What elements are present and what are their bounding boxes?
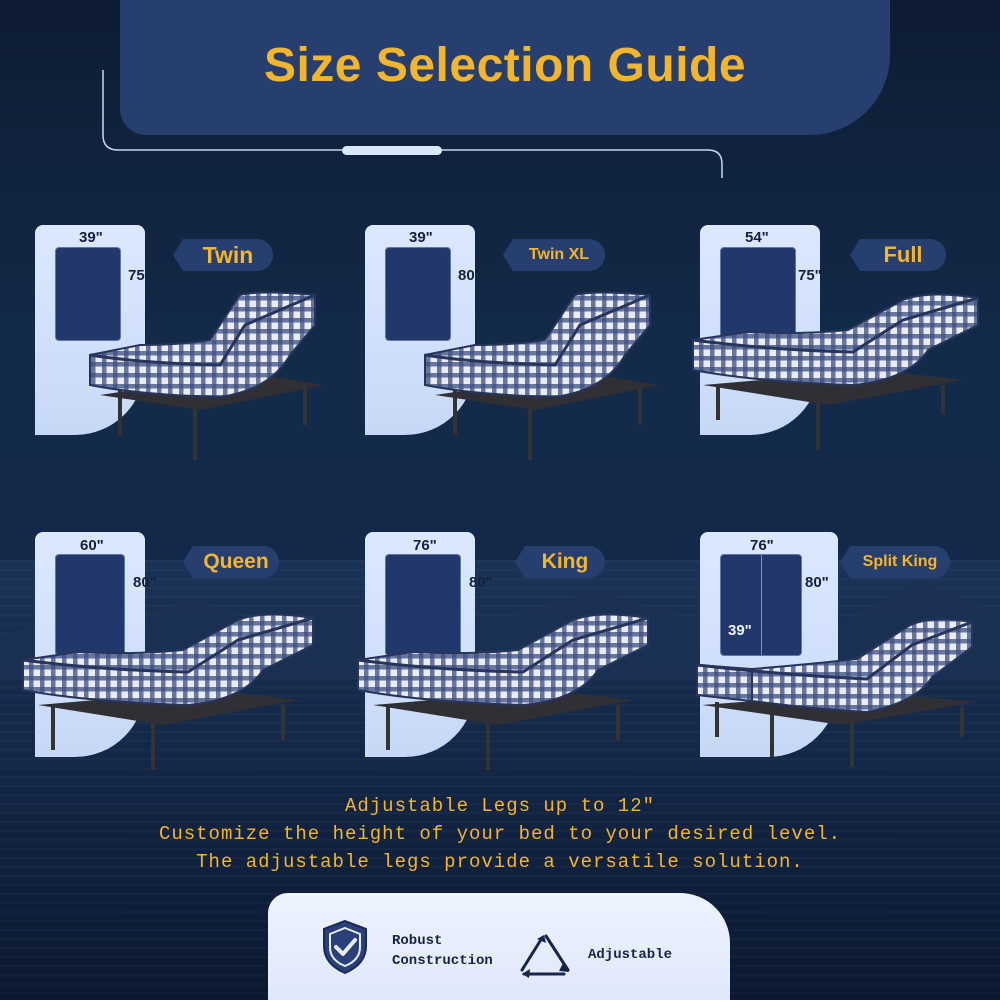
size-name-tag: Queen: [183, 546, 279, 578]
feature-robust-line-2: Construction: [392, 953, 493, 969]
caption-line-2: Customize the height of your bed to your…: [158, 823, 842, 845]
caption-line-3: The adjustable legs provide a versatile …: [196, 851, 804, 873]
mattress-diagram: [385, 247, 451, 341]
triangle-arrows-icon: [520, 934, 570, 978]
bed-image: [22, 613, 314, 770]
size-name-tag: Twin XL: [503, 239, 605, 271]
length-label: 80": [458, 267, 482, 284]
caption-line-1: Adjustable Legs up to 12": [344, 795, 656, 817]
title-banner: [120, 0, 890, 135]
size-card-full: 54" 75" Full: [692, 225, 1000, 485]
width-label: 39": [409, 229, 433, 246]
length-label: 80": [469, 574, 493, 591]
length-label: 75": [128, 267, 152, 284]
length-label: 80": [805, 574, 829, 591]
size-name-tag: Full: [850, 239, 946, 271]
size-card-twin-xl: 39" 80" Twin XL: [365, 225, 685, 485]
bed-image: [357, 613, 649, 770]
length-label: 75": [798, 267, 822, 284]
shield-check-icon: [323, 919, 367, 975]
size-card-split-king: 76" 80" 39" Split King: [696, 532, 1000, 792]
size-name-tag: Twin: [173, 239, 273, 271]
mattress-diagram: [720, 247, 796, 341]
mattress-diagram-split: [720, 554, 802, 656]
width-label: 54": [745, 229, 769, 246]
feature-robust-line-1: Robust: [392, 933, 443, 949]
width-label: 60": [80, 537, 104, 554]
feature-robust-label: Robust Construction: [392, 931, 493, 971]
decorative-line: [102, 70, 723, 178]
mattress-diagram: [55, 247, 121, 341]
bed-image: [89, 291, 325, 460]
size-name-tag: King: [515, 546, 605, 578]
feature-adjustable-label: Adjustable: [588, 947, 673, 963]
width-label: 39": [79, 229, 103, 246]
bed-image: [696, 618, 977, 767]
bed-image: [424, 291, 660, 460]
size-card-queen: 60" 80" Queen: [22, 532, 355, 792]
half-width-label: 39": [728, 622, 752, 639]
length-label: 80": [133, 574, 157, 591]
page-title: Size Selection Guide: [263, 39, 747, 92]
size-card-king: 76" 80" King: [357, 532, 685, 792]
mattress-diagram: [55, 554, 125, 656]
width-label: 76": [750, 537, 774, 554]
mattress-diagram: [385, 554, 461, 656]
bed-image: [692, 293, 979, 450]
size-name-tag: Split King: [840, 546, 950, 578]
width-label: 76": [413, 537, 437, 554]
size-card-twin: 39" 75" Twin: [35, 225, 355, 485]
